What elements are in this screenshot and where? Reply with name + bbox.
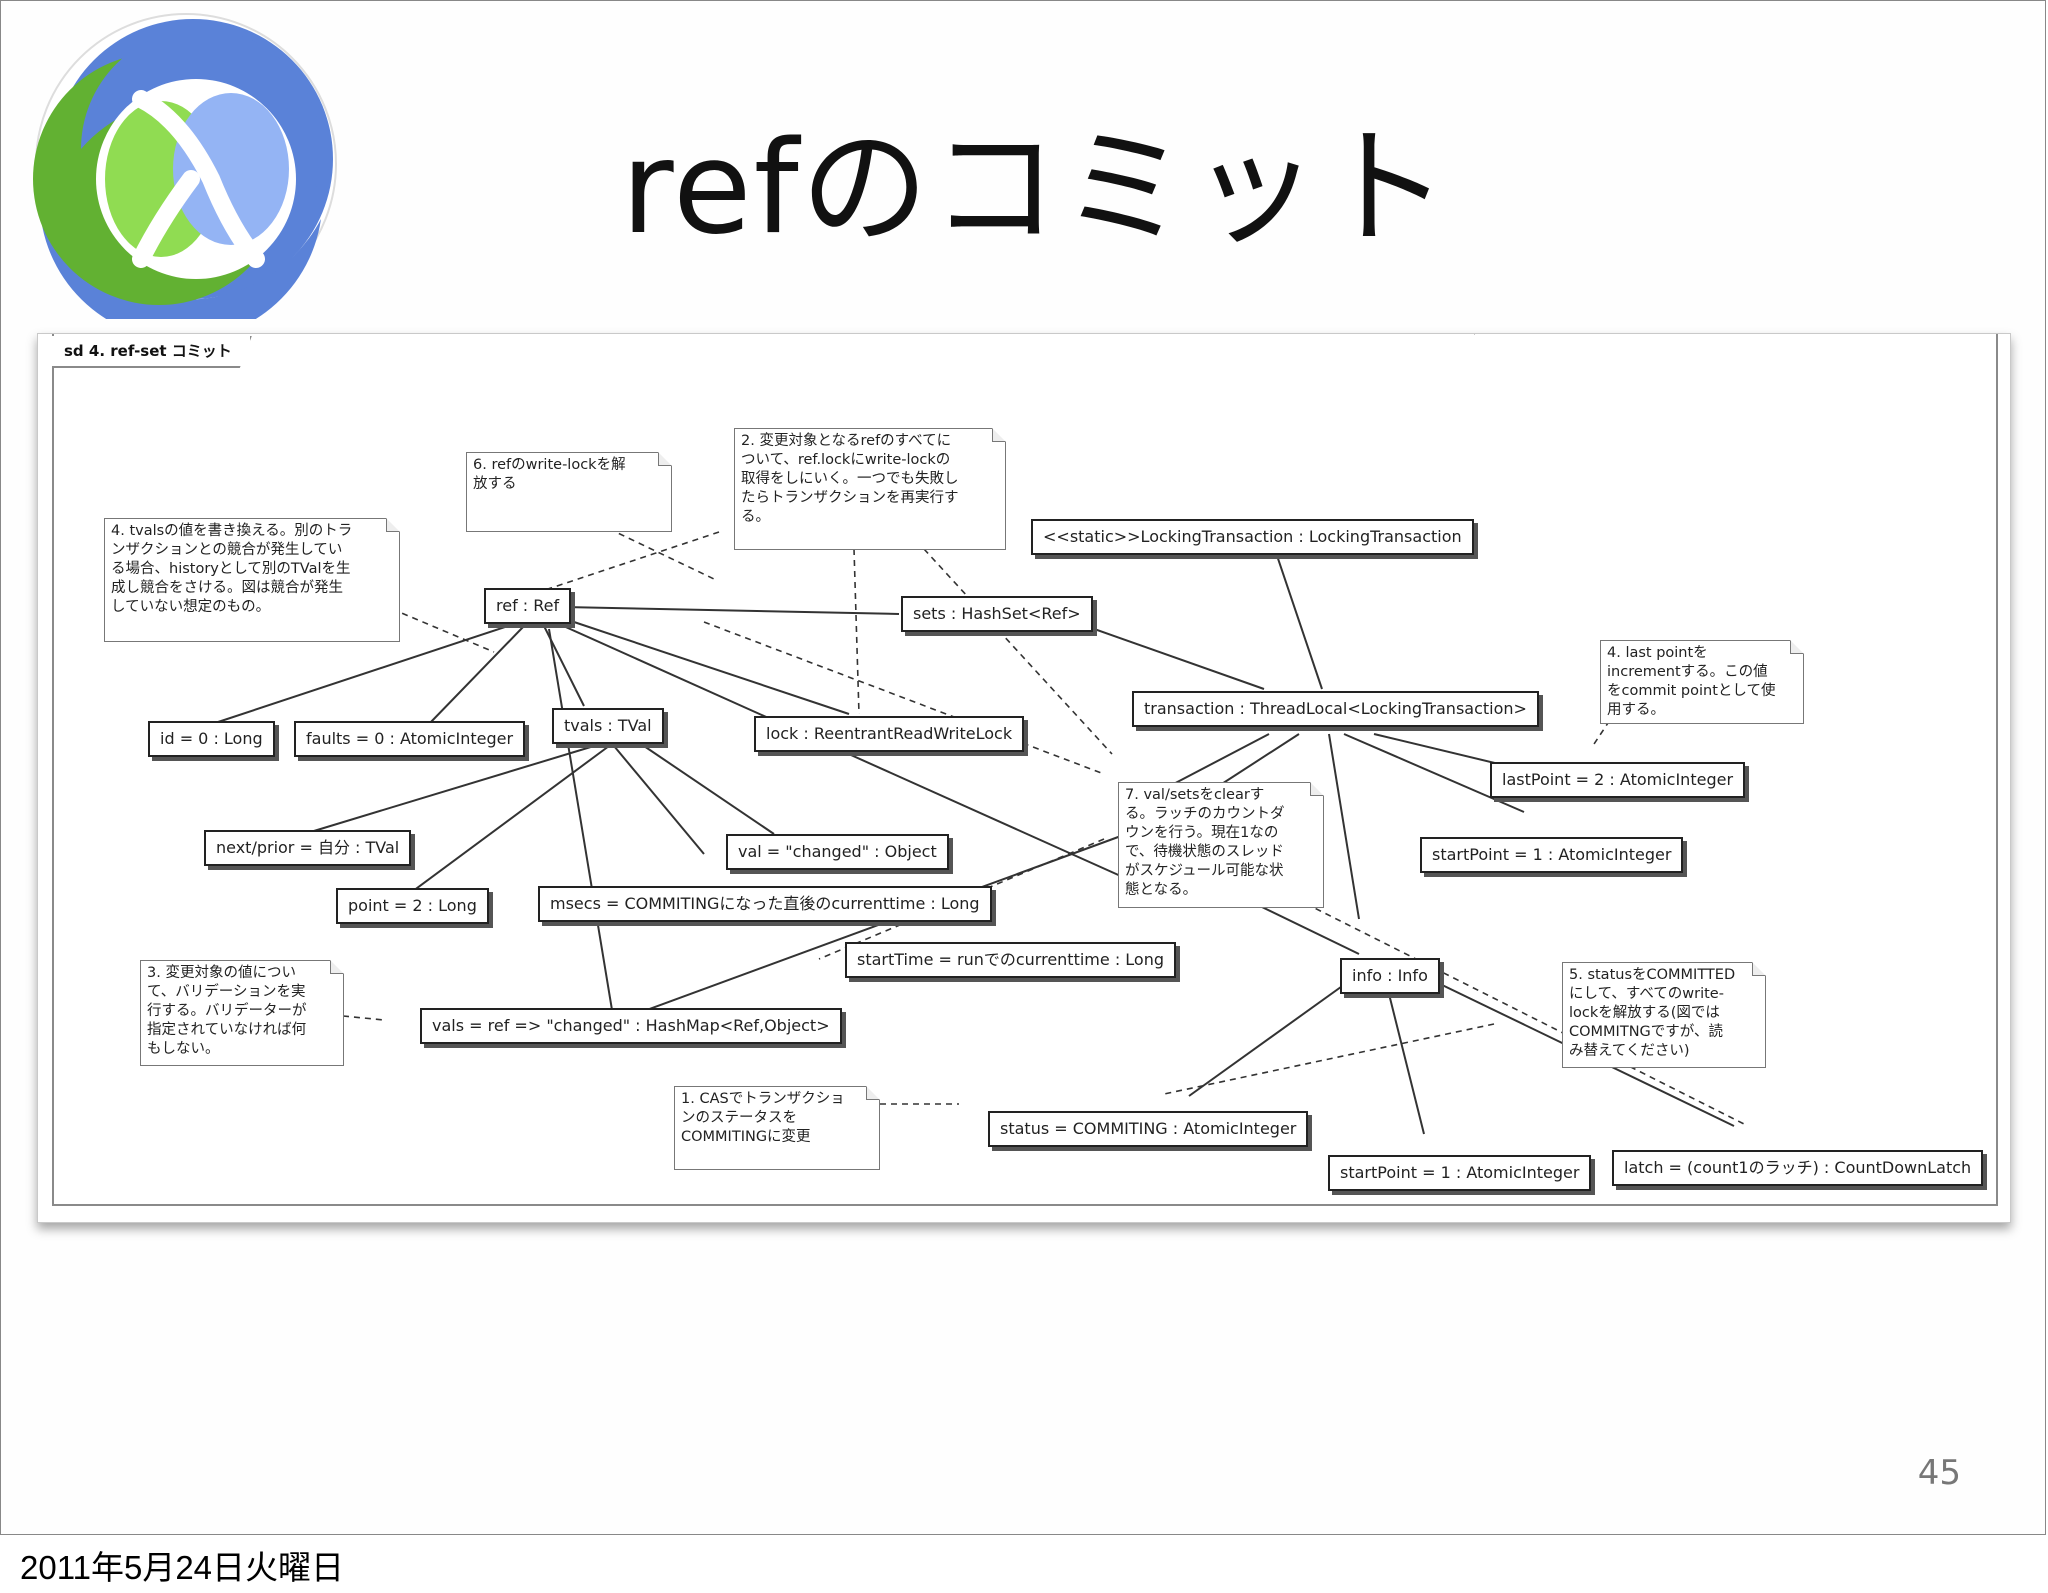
note-3-validation: 3. 変更対象の値について、バリデーションを実行する。バリデーターが指定されてい…: [140, 960, 344, 1066]
note-2-acquire-write-lock: 2. 変更対象となるrefのすべてについて、ref.lockにwrite-loc…: [734, 428, 1006, 550]
dashed-connector: [598, 523, 715, 580]
dashed-connector: [342, 1015, 385, 1021]
connector: [1343, 733, 1525, 813]
tvals-object: tvals : TVal: [552, 708, 664, 744]
connector: [563, 606, 900, 615]
faults-object: faults = 0 : AtomicInteger: [294, 721, 526, 757]
connector: [211, 623, 515, 725]
transaction-object: transaction : ThreadLocal<LockingTransac…: [1132, 691, 1539, 727]
connector: [1188, 973, 1360, 1097]
next-prior-object: next/prior = 自分 : TVal: [204, 830, 412, 866]
connector: [1328, 733, 1360, 920]
connector: [613, 745, 705, 855]
dashed-connector: [538, 531, 720, 593]
connector: [1213, 733, 1300, 790]
lastpoint-object: lastPoint = 2 : AtomicInteger: [1490, 762, 1746, 798]
point-object: point = 2 : Long: [336, 888, 489, 924]
clojure-logo-icon: [33, 13, 337, 319]
connector: [548, 628, 615, 1023]
diagram-border: <<static>>LockingTransaction : LockingTr…: [52, 334, 1998, 1206]
note-6-release-write-lock: 6. refのwrite-lockを解放する: [466, 452, 672, 532]
sequence-diagram: <<static>>LockingTransaction : LockingTr…: [37, 333, 2011, 1223]
connector: [408, 745, 610, 895]
sets-object: sets : HashSet<Ref>: [901, 596, 1093, 632]
dashed-connector: [923, 548, 1113, 755]
static-locking-transaction-object: <<static>>LockingTransaction : LockingTr…: [1031, 519, 1474, 555]
status-object: status = COMMITING : AtomicInteger: [988, 1111, 1309, 1147]
slide-title: refのコミット: [621, 114, 1451, 263]
ref-object: ref : Ref: [484, 588, 572, 624]
msecs-object: msecs = COMMITINGになった直後のcurrenttime : Lo…: [538, 886, 992, 922]
connector: [303, 745, 595, 835]
startpoint-bottom-object: startPoint = 1 : AtomicInteger: [1328, 1155, 1592, 1191]
note-4-rewrite-tvals: 4. tvalsの値を書き換える。別のトランザクションとの競合が発生している場合…: [104, 518, 400, 642]
note-7-clear-and-countdown: 7. val/setsをclearする。ラッチのカウントダウンを行う。現在1なの…: [1118, 782, 1324, 908]
diagram-frame-label: sd 4. ref-set コミット: [52, 336, 252, 368]
connector: [643, 745, 775, 835]
latch-object: latch = (count1のラッチ) : CountDownLatch: [1612, 1150, 1984, 1186]
info-object: info : Info: [1340, 958, 1440, 994]
lock-object: lock : ReentrantReadWriteLock: [754, 716, 1025, 752]
dashed-connector: [853, 548, 860, 715]
connector: [1163, 733, 1270, 790]
val-object: val = "changed" : Object: [726, 834, 949, 870]
dashed-connector: [1163, 1023, 1495, 1095]
connector: [1065, 618, 1265, 690]
dashed-connector: [391, 608, 495, 653]
connector: [558, 623, 1135, 883]
slide: refのコミット: [0, 0, 2046, 1535]
connector: [573, 621, 850, 715]
starttime-object: startTime = runでのcurrenttime : Long: [845, 942, 1177, 978]
vals-object: vals = ref => "changed" : HashMap<Ref,Ob…: [420, 1008, 842, 1044]
connector: [1373, 733, 1500, 765]
dashed-connector: [703, 621, 1105, 775]
startpoint-top-object: startPoint = 1 : AtomicInteger: [1420, 837, 1684, 873]
connector: [428, 625, 525, 725]
footer-date: 2011年5月24日火曜日: [20, 1549, 345, 1586]
id-object: id = 0 : Long: [148, 721, 275, 757]
connector: [1383, 973, 1425, 1135]
page-number: 45: [1917, 1453, 1961, 1493]
